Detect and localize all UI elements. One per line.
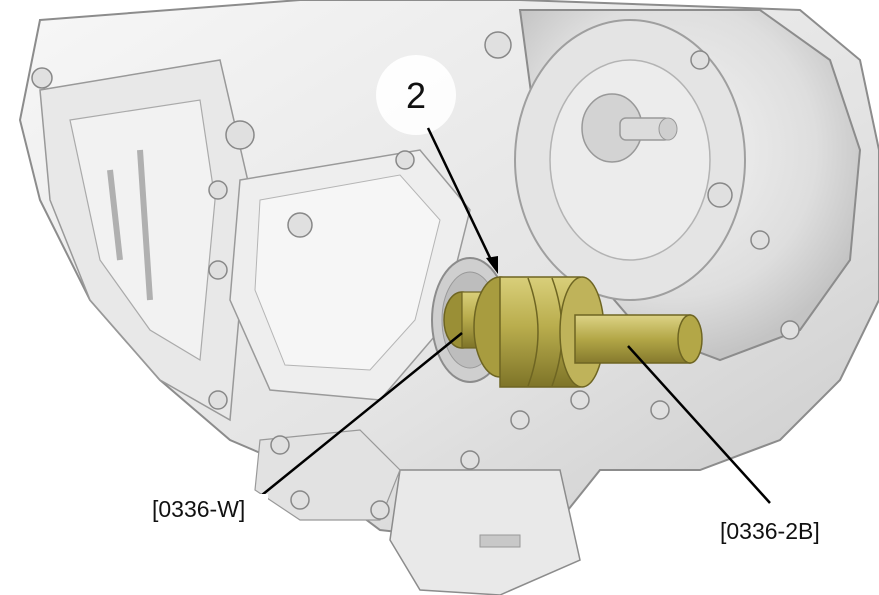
callout-label-2: 2 [406, 75, 426, 116]
callout-label-0336-w: [0336-W] [152, 496, 245, 522]
bolts [31, 31, 800, 520]
callout-label-0336-2b: [0336-2B] [720, 518, 820, 544]
special-tool [443, 276, 703, 388]
flex-plate [514, 9, 862, 362]
leader-2 [426, 127, 494, 263]
leader-lines [261, 127, 771, 504]
leader-0336-w [261, 332, 463, 496]
callout-circle-2 [376, 55, 456, 135]
leader-2-arrowhead [486, 256, 498, 274]
callout-labels: 2 [0336-W] [0336-2B] [150, 75, 850, 546]
leader-0336-2b [627, 345, 771, 504]
